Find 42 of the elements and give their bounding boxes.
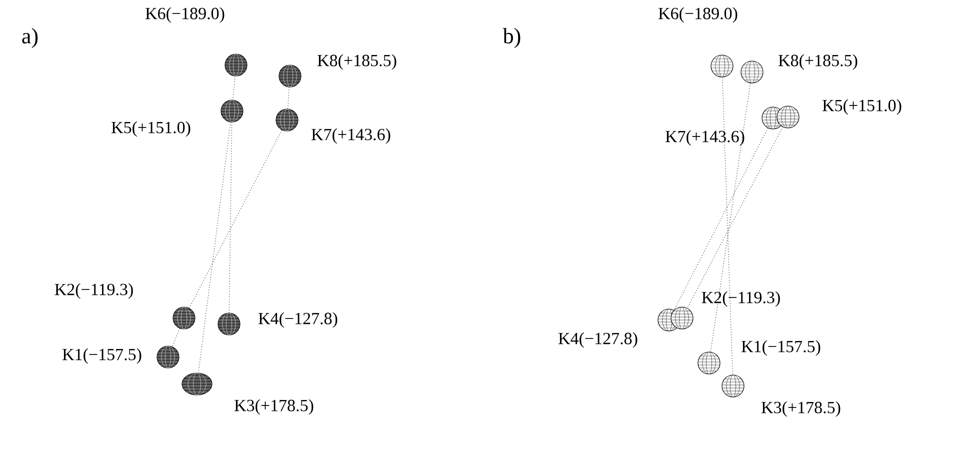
dotted-line <box>228 122 232 313</box>
sphere-label: K2(−119.3) <box>54 283 133 299</box>
panel-label: a) <box>22 28 38 48</box>
sphere-label: K3(+178.5) <box>234 399 314 415</box>
sphere <box>698 352 720 374</box>
sphere-label: K8(+185.5) <box>778 54 858 70</box>
dotted-line <box>232 76 236 100</box>
sphere <box>722 374 744 398</box>
sphere-label: K5(+151.0) <box>822 99 902 115</box>
sphere <box>218 312 240 336</box>
dotted-line <box>188 130 282 308</box>
sphere-label: K5(+151.0) <box>112 121 190 137</box>
sphere <box>670 306 694 330</box>
dotted-line <box>287 86 290 110</box>
sphere <box>278 64 302 88</box>
dotted-line <box>722 77 733 375</box>
sphere <box>710 54 734 78</box>
sphere <box>224 54 248 76</box>
sphere <box>156 346 180 368</box>
dotted-line <box>172 328 180 347</box>
dotted-line <box>710 82 751 352</box>
sphere-label: K6(−189.0) <box>146 7 224 23</box>
sphere-label: K7(+143.6) <box>312 128 390 144</box>
dotted-line <box>198 122 231 374</box>
sphere-label: K3(+178.5) <box>762 401 840 417</box>
sphere-label: K2(−119.3) <box>702 291 780 307</box>
sphere <box>776 106 800 128</box>
dotted-line <box>674 128 768 310</box>
sphere-label: K6(−189.0) <box>658 7 738 23</box>
panel-label: b) <box>502 28 520 48</box>
sphere-label: K1(−157.5) <box>742 340 820 356</box>
sphere-label: K8(+185.5) <box>318 54 396 70</box>
dotted-line <box>686 126 784 308</box>
sphere-label: K1(−157.5) <box>62 348 142 364</box>
sphere <box>182 372 212 396</box>
sphere-label: K7(+143.6) <box>666 130 744 146</box>
sphere-label: K4(−127.8) <box>558 332 638 348</box>
sphere <box>740 60 764 84</box>
sphere-label: K4(−127.8) <box>258 312 338 328</box>
sphere <box>172 306 196 330</box>
sphere <box>276 108 298 132</box>
sphere <box>220 100 244 122</box>
